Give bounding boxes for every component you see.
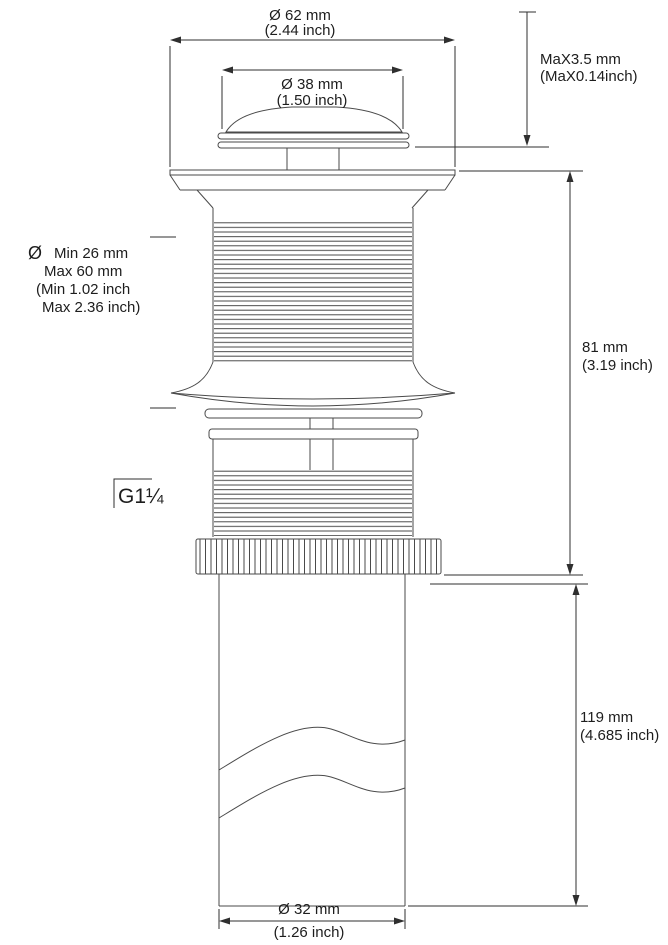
upper-threads (214, 220, 412, 362)
deck-range-line4: Max 2.36 inch) (42, 299, 140, 316)
popup-cap (217, 106, 410, 170)
dim-top-diameter-inch: (2.44 inch) (265, 22, 336, 39)
cap-plate-lower (217, 141, 410, 149)
arrowhead-up (566, 171, 574, 182)
deck-range-line1: Min 26 mm (54, 245, 128, 262)
thread-spec-callout: G1¼ (113, 478, 164, 508)
dim-tail-length: 119 mm (4.685 inch) (408, 583, 659, 907)
thread-spec-label: G1¼ (118, 485, 164, 508)
dim-bottom-diameter-mm: Ø 32 mm (278, 901, 340, 918)
dim-top-diameter-mm: Ø 62 mm (269, 7, 331, 24)
arrowhead-down (523, 135, 531, 146)
upper-threaded-body (212, 208, 414, 362)
deck-range-line2: Max 60 mm (44, 263, 122, 280)
knurled-locknut (195, 538, 442, 575)
break-line-lower (218, 774, 406, 819)
dim-body-height-mm: 81 mm (582, 339, 628, 356)
dim-tail-length-mm: 119 mm (580, 709, 633, 726)
friction-washer (208, 428, 419, 440)
lower-threads (214, 470, 412, 536)
deck-range-line3: (Min 1.02 inch (36, 281, 130, 298)
dim-cap-height-inch: (MaX0.14inch) (540, 68, 638, 85)
cap-dome (225, 106, 403, 133)
arrowhead-left (222, 66, 233, 74)
locknut-knurling (196, 539, 441, 574)
dome-rim-bottom (170, 392, 456, 407)
dim-cap-diameter-inch: (1.50 inch) (277, 92, 348, 109)
dim-body-height: 81 mm (3.19 inch) (444, 170, 653, 576)
break-line-upper (218, 726, 406, 771)
top-flange (169, 169, 456, 209)
dimension-annotations: Ø 62 mm (2.44 inch) Ø 38 mm (1.50 inch) … (28, 7, 659, 941)
arrowhead-left (219, 917, 230, 925)
flange-rim (169, 169, 456, 176)
dim-cap-diameter-mm: Ø 38 mm (281, 76, 343, 93)
arrowhead-right (444, 36, 455, 44)
dim-top-diameter: Ø 62 mm (2.44 inch) (169, 7, 456, 167)
dim-cap-height-mm: MaX3.5 mm (540, 51, 621, 68)
arrowhead-right (394, 917, 405, 925)
flange-cone-left (196, 189, 214, 209)
diameter-symbol: Ø (28, 243, 42, 263)
dome-flare-left (170, 361, 214, 394)
dim-bottom-diameter: Ø 32 mm (1.26 inch) (218, 901, 406, 941)
dim-cap-height: MaX3.5 mm (MaX0.14inch) (415, 11, 638, 148)
locknut-outline (195, 538, 442, 575)
dome-flare-right (412, 361, 456, 394)
tail-pipe (218, 574, 406, 907)
drain-part-drawing (169, 106, 456, 907)
thread-leader-bracket (113, 478, 152, 508)
arrowhead-right (392, 66, 403, 74)
rubber-washer (204, 408, 423, 419)
lower-threaded-body (214, 470, 412, 536)
arrowhead-up (572, 584, 580, 595)
washer-stack (204, 408, 423, 537)
arrowhead-down (566, 564, 574, 575)
dim-tail-length-inch: (4.685 inch) (580, 727, 659, 744)
cap-plate-upper (217, 132, 410, 140)
dome-rim-top (170, 392, 456, 400)
dim-cap-diameter: Ø 38 mm (1.50 inch) (221, 66, 404, 129)
flange-cone-right (411, 189, 429, 209)
arrowhead-down (572, 895, 580, 906)
dim-bottom-diameter-inch: (1.26 inch) (274, 924, 345, 941)
dim-body-height-inch: (3.19 inch) (582, 357, 653, 374)
arrowhead-left (170, 36, 181, 44)
dim-deck-range: Ø Min 26 mm Max 60 mm (Min 1.02 inch Max… (28, 236, 176, 409)
mounting-dome (170, 361, 456, 407)
